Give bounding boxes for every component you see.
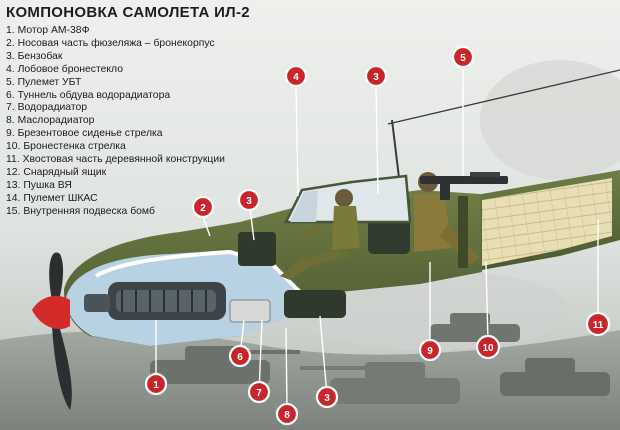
legend-item-label: Водорадиатор bbox=[17, 102, 88, 114]
background-tank bbox=[430, 313, 520, 342]
callout-3-forward: 3 bbox=[237, 188, 261, 212]
svg-text:11: 11 bbox=[593, 320, 604, 331]
legend-item-label: Пушка ВЯ bbox=[23, 179, 72, 191]
legend-item: 13. Пушка ВЯ bbox=[6, 179, 72, 191]
callout-5: 5 bbox=[451, 45, 475, 69]
callout-4: 4 bbox=[284, 64, 308, 88]
legend-item-label: Пулемет ШКАС bbox=[23, 192, 98, 204]
callout-6: 6 bbox=[228, 344, 252, 368]
callout-11: 11 bbox=[585, 311, 611, 337]
svg-text:3: 3 bbox=[246, 196, 252, 207]
legend-item: 8. Маслорадиатор bbox=[6, 115, 95, 127]
legend-item: 1. Мотор АМ-38Ф bbox=[6, 25, 90, 36]
propeller-spinner bbox=[32, 295, 70, 330]
windshield-armor-glass bbox=[290, 190, 318, 222]
legend-item: 10. Бронестенка стрелка bbox=[6, 141, 126, 153]
fuel-tank-lower bbox=[284, 290, 346, 318]
legend-item-label: Бронестенка стрелка bbox=[23, 141, 126, 153]
legend-item: 5. Пулемет УБТ bbox=[6, 76, 82, 88]
legend-item: 12. Снарядный ящик bbox=[6, 166, 107, 178]
callout-3-lower: 3 bbox=[315, 385, 339, 409]
svg-text:5: 5 bbox=[460, 53, 466, 64]
legend-item-label: Брезентовое сиденье стрелка bbox=[17, 128, 163, 140]
legend-item-label: Лобовое бронестекло bbox=[17, 63, 124, 75]
propeller bbox=[32, 252, 72, 410]
water-radiator bbox=[229, 299, 271, 323]
svg-text:4: 4 bbox=[293, 72, 299, 83]
svg-text:6: 6 bbox=[237, 352, 243, 363]
smoke-cloud bbox=[480, 60, 620, 180]
callout-7: 7 bbox=[247, 380, 271, 404]
legend-item-label: Носовая часть фюзеляжа – бронекорпус bbox=[17, 37, 215, 49]
legend-item: 11. Хвостовая часть деревянной конструкц… bbox=[6, 154, 225, 166]
diagram-title: КОМПОНОВКА САМОЛЕТА ИЛ-2 bbox=[6, 4, 250, 21]
legend-list: 1. Мотор АМ-38Ф 2. Носовая часть фюзеляж… bbox=[6, 25, 225, 219]
antenna-wire bbox=[387, 69, 620, 125]
legend-item-label: Туннель обдува водорадиатора bbox=[17, 89, 171, 101]
legend-item-label: Бензобак bbox=[17, 50, 63, 62]
wooden-tail-structure bbox=[482, 178, 612, 266]
callout-2: 2 bbox=[191, 195, 215, 219]
ground-background bbox=[0, 330, 620, 430]
svg-text:3: 3 bbox=[373, 72, 379, 83]
background-tank bbox=[300, 362, 460, 404]
legend-item-label: Маслорадиатор bbox=[17, 115, 95, 127]
legend-item: 7. Водорадиатор bbox=[6, 102, 88, 114]
callout-leaders bbox=[155, 68, 599, 409]
ubt-machine-gun bbox=[420, 172, 508, 200]
callout-9: 9 bbox=[418, 338, 442, 362]
svg-text:8: 8 bbox=[284, 410, 290, 421]
legend-item-label: Снарядный ящик bbox=[23, 166, 107, 178]
legend-item: 15. Внутренняя подвеска бомб bbox=[6, 205, 155, 217]
callout-1: 1 bbox=[144, 372, 168, 396]
callout-8: 8 bbox=[275, 402, 299, 426]
pilot-figure bbox=[280, 189, 360, 280]
legend-item: 3. Бензобак bbox=[6, 50, 63, 62]
gunner-armor-bulkhead bbox=[458, 196, 468, 268]
armor-outline bbox=[94, 249, 304, 296]
svg-text:3: 3 bbox=[324, 393, 330, 404]
legend-item-label: Хвостовая часть деревянной конструкции bbox=[22, 154, 225, 166]
callout-10: 10 bbox=[475, 334, 501, 360]
legend-item: 9. Брезентовое сиденье стрелка bbox=[6, 128, 163, 140]
antenna-mast bbox=[391, 119, 401, 187]
svg-text:9: 9 bbox=[427, 346, 433, 357]
legend-item-label: Пулемет УБТ bbox=[17, 76, 82, 88]
legend-item-label: Внутренняя подвеска бомб bbox=[23, 205, 155, 217]
svg-text:1: 1 bbox=[153, 380, 159, 391]
svg-text:2: 2 bbox=[200, 203, 206, 214]
engine-am38f bbox=[84, 282, 226, 320]
fuel-tank-forward bbox=[238, 232, 276, 266]
legend-item: 6. Туннель обдува водорадиатора bbox=[6, 89, 171, 101]
svg-text:7: 7 bbox=[256, 388, 262, 399]
background-tank bbox=[500, 358, 610, 396]
legend-item-label: Мотор АМ-38Ф bbox=[17, 25, 90, 36]
callout-3-rear: 3 bbox=[364, 64, 388, 88]
legend-item: 14. Пулемет ШКАС bbox=[6, 192, 98, 204]
legend-item: 4. Лобовое бронестекло bbox=[6, 63, 124, 75]
svg-text:10: 10 bbox=[482, 343, 494, 354]
legend-item: 2. Носовая часть фюзеляжа – бронекорпус bbox=[6, 37, 215, 49]
